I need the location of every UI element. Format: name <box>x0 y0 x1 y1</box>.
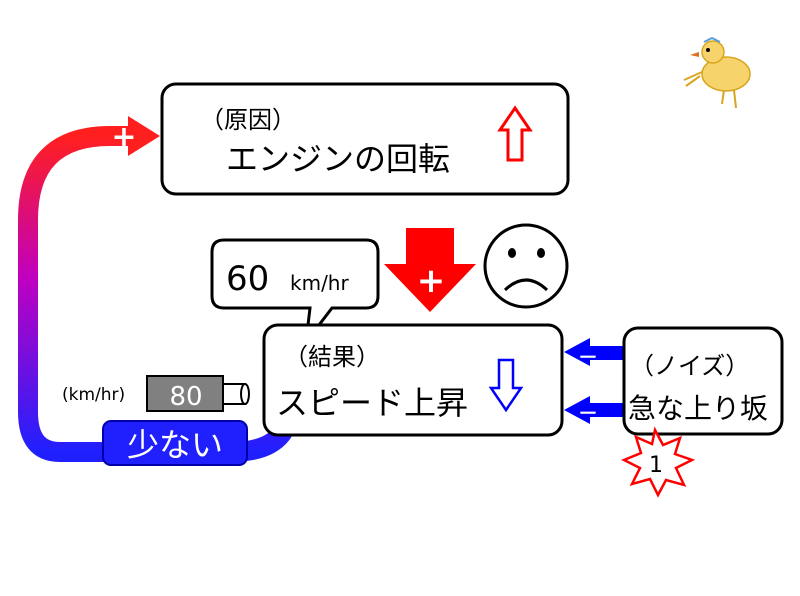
noise-minus-arrow-bottom <box>564 396 624 424</box>
low-badge-text: 少ない <box>127 426 223 464</box>
cause-box: （原因） エンジンの回転 <box>160 82 570 196</box>
down-arrow-plus-sign: + <box>417 261 446 301</box>
noise-box: （ノイズ） 急な上り坂 <box>622 326 784 436</box>
chick-illustration <box>683 36 751 109</box>
speed-callout-unit: km/hr <box>290 271 349 295</box>
noise-minus-sign-top: － <box>578 345 598 369</box>
loop-arrowhead <box>128 116 160 156</box>
feedback-loop-arrow <box>18 116 298 462</box>
cause-text: エンジンの回転 <box>226 140 450 178</box>
speed-meter-value: 80 <box>169 382 202 412</box>
loop-plus-sign: + <box>111 120 136 155</box>
noise-count: 1 <box>649 453 663 478</box>
result-label: （結果） <box>284 343 380 371</box>
low-badge <box>102 420 248 466</box>
noise-minus-arrow-top <box>564 338 624 366</box>
result-box: （結果） スピード上昇 <box>262 323 564 437</box>
cause-to-result-arrow <box>384 228 476 312</box>
speed-meter <box>146 375 250 412</box>
noise-text: 急な上り坂 <box>628 392 768 425</box>
result-text: スピード上昇 <box>276 384 468 422</box>
noise-label: （ノイズ） <box>630 352 749 380</box>
down-arrow-icon <box>488 358 524 413</box>
noise-minus-sign-bottom: － <box>578 401 598 425</box>
sad-face-icon <box>483 223 569 309</box>
speed-meter-unit: (km/hr) <box>62 385 125 405</box>
cause-label: （原因） <box>200 106 296 134</box>
speed-callout-value: 60 <box>226 259 269 299</box>
up-arrow-icon <box>497 105 533 162</box>
starburst-icon <box>620 426 696 498</box>
